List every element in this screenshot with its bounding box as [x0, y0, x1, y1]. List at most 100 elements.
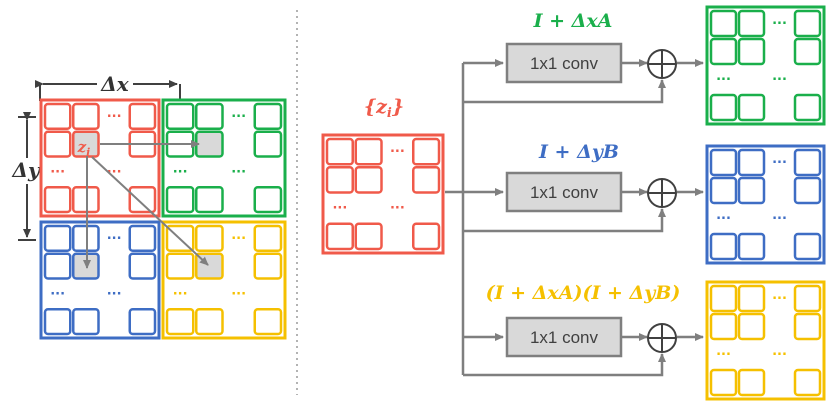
grid-frame [161, 98, 287, 218]
grid-cell [793, 176, 822, 205]
ellipsis-text: ··· [390, 145, 405, 160]
grid-red: ········· [39, 98, 161, 218]
grid-frame [39, 98, 161, 218]
dx-label: Δx [100, 72, 130, 96]
grid-cell [412, 166, 441, 194]
grid-cell [128, 308, 157, 336]
ellipsis-text: ··· [107, 109, 122, 124]
formula-branch-2: I + ΔyB [538, 141, 619, 163]
highlighted-cell [72, 252, 100, 280]
ellipsis-text: ··· [772, 156, 787, 171]
grid-cell [43, 308, 72, 336]
grid-cell [72, 308, 100, 336]
grid-cell [737, 9, 766, 38]
grid-cell [195, 186, 224, 214]
ellipsis-text: ··· [107, 231, 122, 246]
grid-cell [253, 252, 283, 280]
conv-label-2: 1x1 conv [530, 183, 599, 202]
grid-cell [43, 224, 72, 252]
ellipsis-text: ··· [772, 348, 787, 363]
grid-cell [737, 37, 766, 66]
grid-cell [737, 148, 766, 177]
grid-frame [39, 220, 161, 340]
ellipsis-text: ··· [772, 212, 787, 227]
right-panel: {zi} ········· I + ΔxA I + ΔyB (I [321, 5, 826, 401]
grid-cell [793, 232, 822, 261]
input-label: {zi} [364, 96, 404, 121]
grid-frame [705, 280, 826, 401]
grid-cell [737, 93, 766, 122]
grid-frame [705, 5, 826, 126]
conv-label-1: 1x1 conv [530, 54, 599, 73]
grid-cell [72, 186, 100, 214]
grid-cell [195, 102, 224, 130]
ellipsis-text: ··· [231, 165, 246, 180]
ellipsis-text: ··· [716, 73, 731, 88]
grid-cell [709, 93, 738, 122]
grid-blue: ········· [39, 220, 161, 340]
grid-cell [128, 252, 157, 280]
input-grid: ········· [321, 133, 445, 255]
grid-cell [709, 312, 738, 341]
dy-label: Δy [11, 158, 41, 182]
output-grid-green: ··· ··· ··· [705, 5, 826, 126]
grid-cell [354, 166, 383, 194]
grid-cell [253, 308, 283, 336]
grid-cell [354, 137, 383, 166]
grid-yellow: ········· [161, 220, 287, 340]
output-grid-blue: ··· ··· ··· [705, 144, 826, 265]
conv-label-3: 1x1 conv [530, 328, 599, 347]
ellipsis-text: ··· [716, 348, 731, 363]
grid-cell [325, 137, 354, 166]
grid-cell [165, 186, 195, 214]
left-panel: Δx Δy ········· ········· ········· ····… [8, 72, 287, 340]
grid-cell [709, 148, 738, 177]
conv-box-1: 1x1 conv [505, 42, 623, 84]
ellipsis-text: ··· [772, 73, 787, 88]
grid-frame [705, 144, 826, 265]
highlighted-cell [195, 130, 224, 158]
ellipsis-text: ··· [173, 165, 188, 180]
conv-box-3: 1x1 conv [505, 316, 623, 358]
grid-cell [165, 252, 195, 280]
grid-cell [354, 222, 383, 251]
z-symbol: z [77, 138, 87, 156]
grid-cell [737, 368, 766, 397]
grid-cell [325, 222, 354, 251]
grid-cell [43, 102, 72, 130]
grid-cell [325, 166, 354, 194]
grid-cell [709, 9, 738, 38]
ellipsis-text: ··· [332, 201, 347, 216]
grid-cell [165, 308, 195, 336]
grid-green: ··· ··· ··· [161, 98, 287, 218]
grid-cell [709, 37, 738, 66]
ellipsis-text: ··· [231, 109, 246, 124]
grid-cell [253, 102, 283, 130]
ellipsis-text: ··· [50, 287, 65, 302]
grid-cell [412, 137, 441, 166]
sum-icon [647, 323, 677, 353]
grid-frame [161, 220, 287, 340]
grid-cell [793, 93, 822, 122]
grid-cell [43, 186, 72, 214]
z-i-label: zi [77, 138, 91, 159]
conv-box-2: 1x1 conv [505, 171, 623, 213]
grid-cell [737, 284, 766, 313]
grid-cell [793, 37, 822, 66]
grid-cell [253, 224, 283, 252]
shift-arrow-diagonal [91, 156, 209, 266]
ellipsis-text: ··· [772, 17, 787, 32]
grid-cell [253, 186, 283, 214]
grid-cell [128, 102, 157, 130]
connectors [445, 59, 704, 377]
grid-cell [128, 224, 157, 252]
ellipsis-text: ··· [716, 212, 731, 227]
grid-cell [253, 130, 283, 158]
grid-cell [43, 252, 72, 280]
grid-cell [195, 308, 224, 336]
sum-icon [647, 178, 677, 208]
grid-cell [709, 284, 738, 313]
grid-cell [793, 9, 822, 38]
grid-cell [165, 224, 195, 252]
